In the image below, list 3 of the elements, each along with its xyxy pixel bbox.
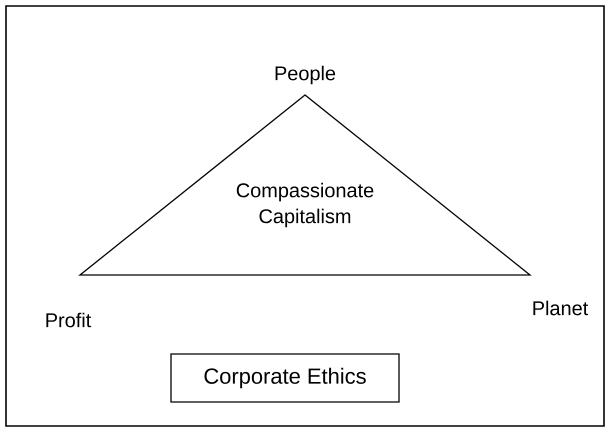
label-box: Corporate Ethics [170, 353, 400, 403]
vertex-label: Planet [533, 300, 588, 316]
vertex-label: Profit [46, 312, 92, 328]
